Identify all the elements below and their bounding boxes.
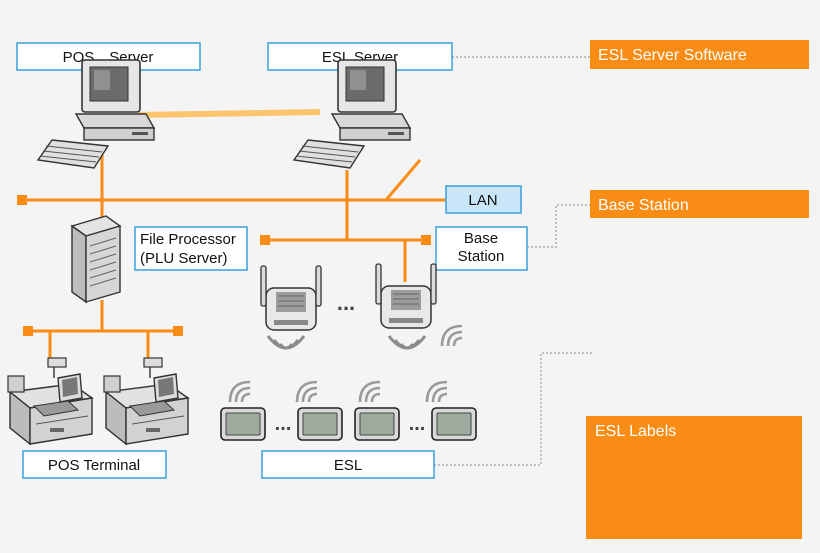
- lan-box: LAN: [445, 185, 522, 214]
- esl-tag-icon-4: [431, 407, 477, 441]
- pos-terminal-icon-1: [7, 357, 93, 445]
- base-station-label-line1: Base: [464, 230, 498, 247]
- legend-esl-labels: ESL Labels: [586, 416, 802, 539]
- wireless-signal-icon-2: [387, 334, 427, 350]
- legend-esl-server-software: ESL Server Software: [590, 40, 809, 69]
- esl-tag-icon-3: [354, 407, 400, 441]
- base-station-icon-1: [260, 265, 322, 331]
- pos-terminal-label: POS Terminal: [48, 457, 140, 474]
- esl-tag-icon-1: [220, 407, 266, 441]
- pos-server-computer-icon: [37, 59, 155, 169]
- lan-left-end: [17, 195, 27, 205]
- esl-ellipsis-2: ...: [409, 413, 426, 435]
- pos-terminal-icon-2: [103, 357, 189, 445]
- lan-branch: [384, 159, 422, 201]
- esl-tag-icon-2: [297, 407, 343, 441]
- esl-box: ESL: [261, 450, 435, 479]
- esl-ellipsis-1: ...: [275, 413, 292, 435]
- pos-terminal-box: POS Terminal: [22, 450, 167, 479]
- lan-label: LAN: [468, 192, 497, 209]
- pos-subnet-right-end: [173, 326, 183, 336]
- legend-base-station-label: Base Station: [598, 197, 689, 214]
- wireless-signal-icon-1: [266, 334, 306, 350]
- file-processor-label: File Processor: [140, 231, 236, 248]
- wireless-signal-icon-4: [228, 380, 252, 404]
- esl-label: ESL: [334, 457, 362, 474]
- wireless-signal-icon-3: [440, 324, 464, 348]
- wireless-signal-icon-5: [295, 380, 319, 404]
- file-processor-tower-icon: [71, 215, 121, 303]
- file-processor-box: File Processor (PLU Server): [134, 226, 248, 271]
- leader-base-station: [527, 204, 590, 248]
- pos-subnet-left-end: [23, 326, 33, 336]
- legend-esl-server-software-label: ESL Server Software: [598, 47, 747, 64]
- leader-esl-labels: [434, 352, 592, 466]
- base-station-ellipsis: ...: [337, 290, 355, 315]
- wireless-signal-icon-6: [358, 380, 382, 404]
- plu-server-label: (PLU Server): [140, 250, 228, 267]
- base-line-left-end: [260, 235, 270, 245]
- legend-esl-labels-label: ESL Labels: [595, 423, 676, 440]
- legend-base-station: Base Station: [590, 190, 809, 218]
- base-station-box: Base Station: [435, 226, 528, 271]
- base-line-right-end: [421, 235, 431, 245]
- wireless-signal-icon-7: [425, 380, 449, 404]
- base-station-label-line2: Station: [458, 248, 505, 265]
- server-link: [137, 109, 321, 118]
